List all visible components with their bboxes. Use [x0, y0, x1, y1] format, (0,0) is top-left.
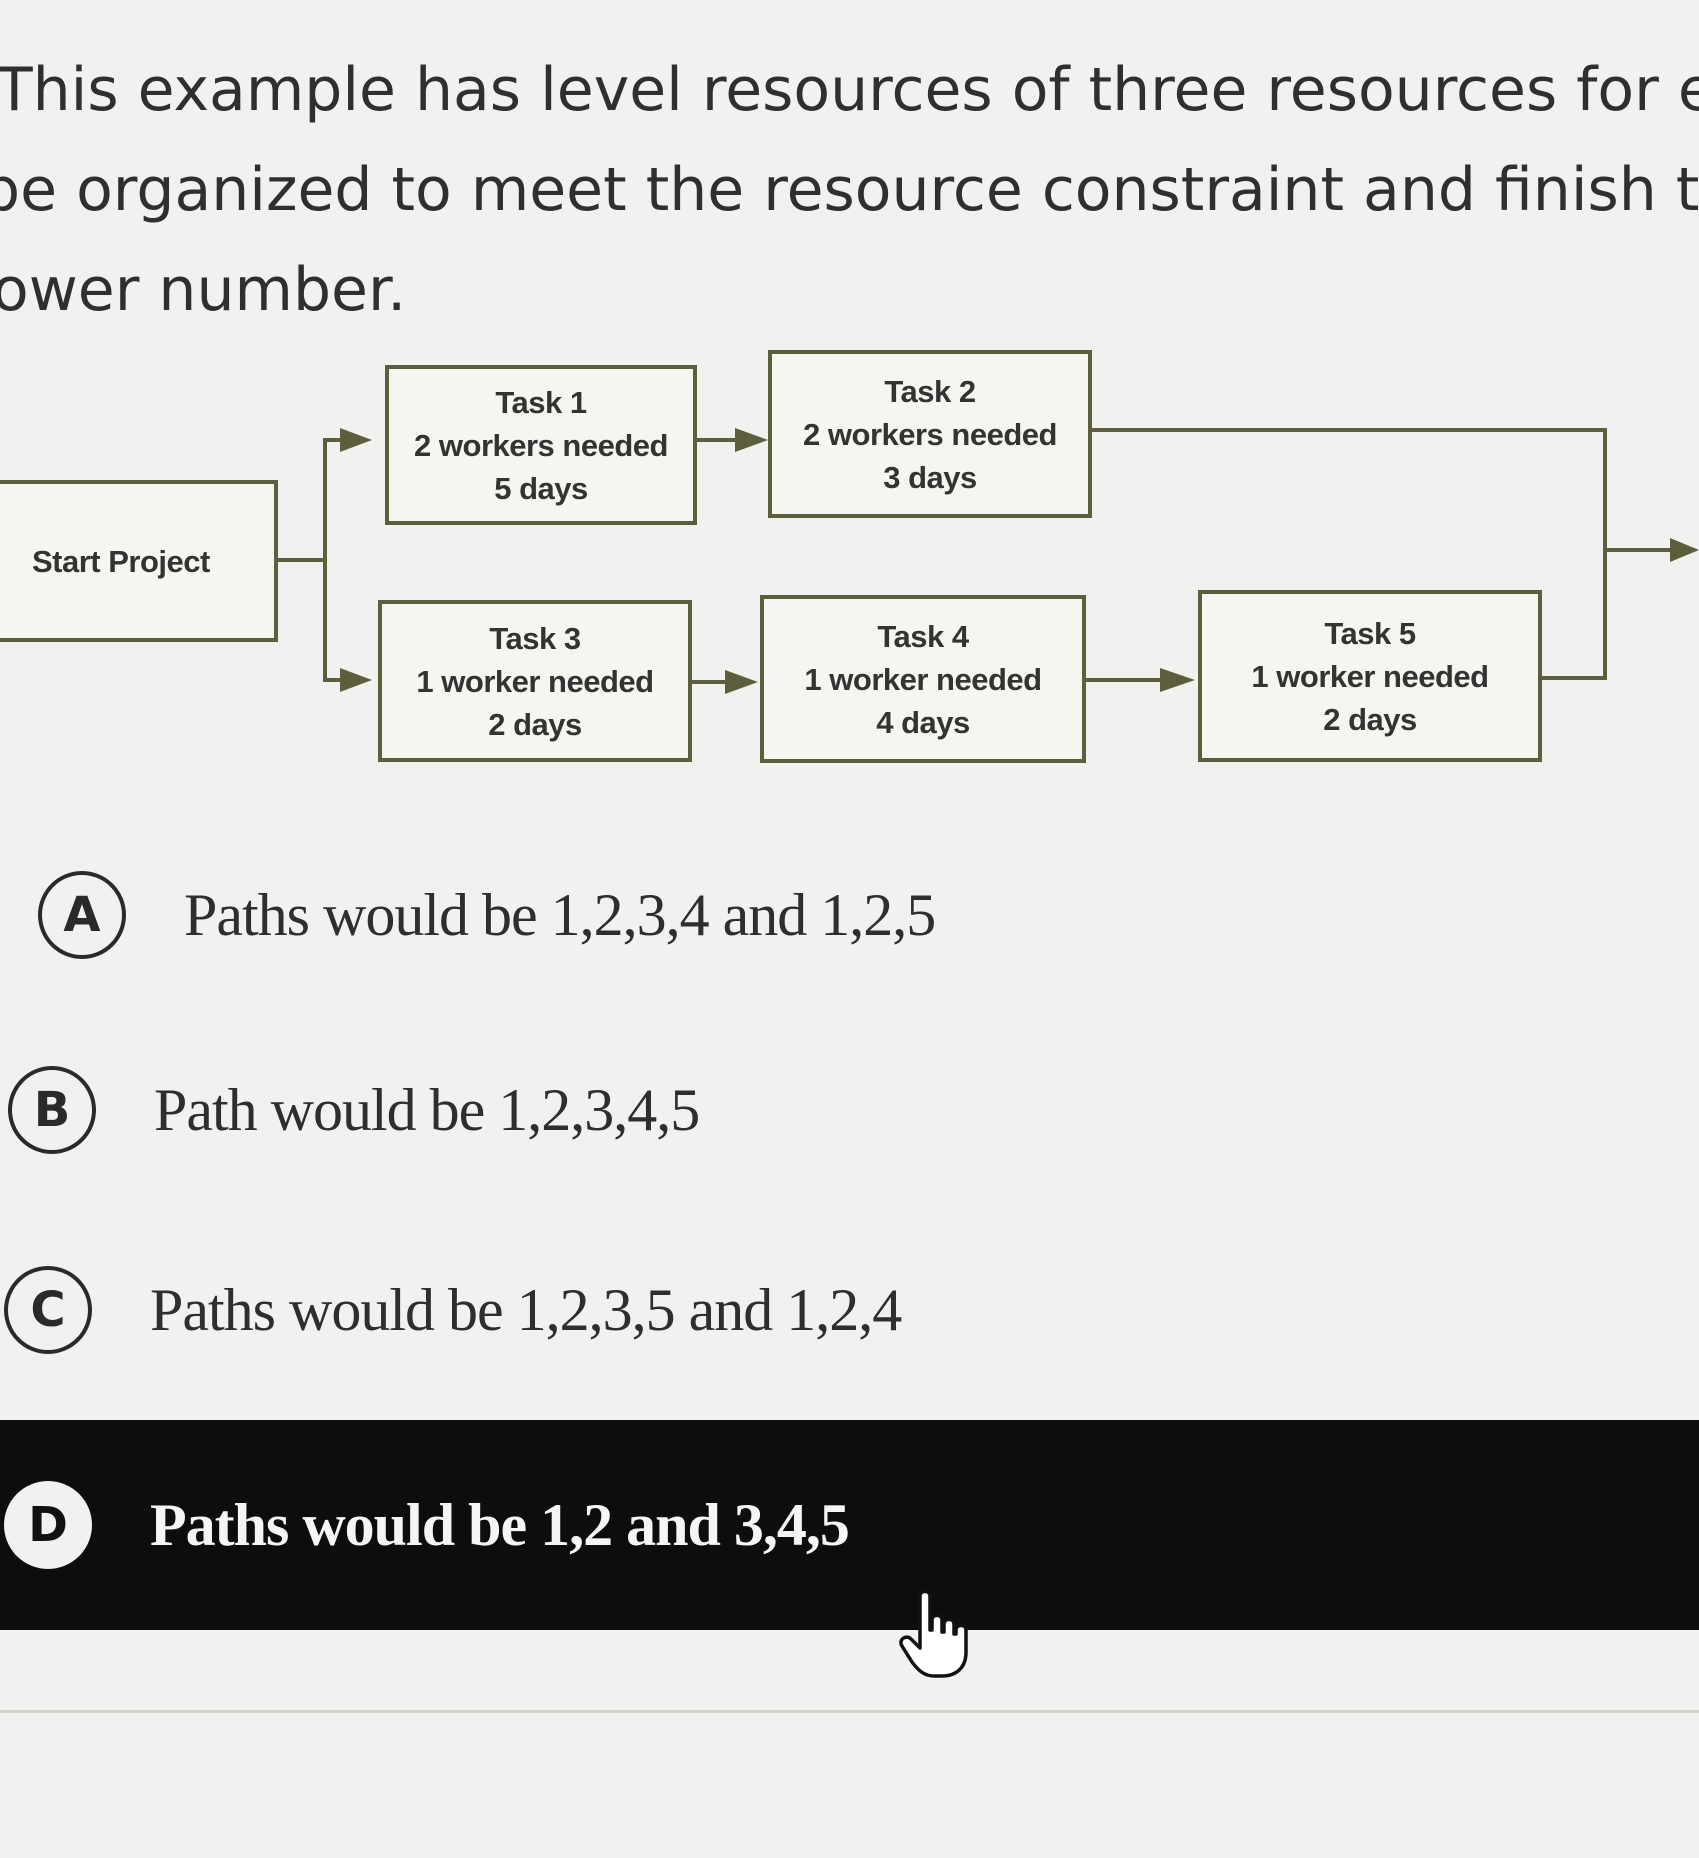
- task-3-workers: 1 worker needed: [416, 663, 654, 699]
- question-line-3: ower number.: [0, 255, 407, 325]
- task-1-node: Task 1 2 workers needed 5 days: [385, 365, 697, 525]
- diagram-connectors: [275, 428, 1699, 694]
- bottom-divider: [0, 1710, 1699, 1713]
- task-5-workers: 1 worker needed: [1251, 658, 1489, 694]
- task-1-duration: 5 days: [494, 470, 588, 506]
- question-line-1: This example has level resources of thre…: [0, 55, 1699, 125]
- task-2-workers: 2 workers needed: [803, 416, 1057, 452]
- option-d-badge[interactable]: D: [4, 1481, 92, 1569]
- task-5-duration: 2 days: [1323, 701, 1417, 737]
- option-b[interactable]: B Path would be 1,2,3,4,5: [0, 1035, 1699, 1185]
- arrowhead-task5: [1160, 668, 1195, 692]
- start-project-label: Start Project: [32, 543, 210, 579]
- option-d[interactable]: D Paths would be 1,2 and 3,4,5: [0, 1420, 1699, 1630]
- option-c[interactable]: C Paths would be 1,2,3,5 and 1,2,4: [0, 1235, 1699, 1385]
- network-diagram: Start Project Task 1 2 workers needed 5 …: [0, 340, 1699, 780]
- option-a[interactable]: A Paths would be 1,2,3,4 and 1,2,5: [0, 840, 1699, 990]
- option-a-badge[interactable]: A: [38, 871, 126, 959]
- task-3-node: Task 3 1 worker needed 2 days: [378, 600, 692, 762]
- task-2-node: Task 2 2 workers needed 3 days: [768, 350, 1092, 518]
- arrowhead-task2: [735, 428, 768, 452]
- task-3-duration: 2 days: [488, 706, 582, 742]
- connector-split-task1: [323, 438, 350, 560]
- question-line-2: be organized to meet the resource constr…: [0, 155, 1699, 225]
- arrowhead-task4: [725, 670, 758, 694]
- option-c-badge[interactable]: C: [4, 1266, 92, 1354]
- question-text: This example has level resources of thre…: [0, 40, 1699, 370]
- hand-pointer-icon: [899, 1590, 968, 1678]
- task-2-duration: 3 days: [883, 459, 977, 495]
- option-b-text[interactable]: Path would be 1,2,3,4,5: [154, 1076, 700, 1143]
- connector-split-task3: [323, 560, 350, 682]
- arrowhead-task1: [340, 428, 372, 452]
- task-4-duration: 4 days: [876, 704, 970, 740]
- option-a-text[interactable]: Paths would be 1,2,3,4 and 1,2,5: [184, 881, 936, 948]
- task-4-workers: 1 worker needed: [804, 661, 1042, 697]
- task-5-name: Task 5: [1324, 615, 1416, 651]
- option-c-text[interactable]: Paths would be 1,2,3,5 and 1,2,4: [150, 1276, 902, 1343]
- start-project-node: Start Project: [0, 480, 278, 642]
- arrowhead-task3: [340, 668, 372, 692]
- connector-task5-merge: [1540, 550, 1607, 680]
- connector-task2-merge: [1090, 428, 1607, 550]
- task-5-node: Task 5 1 worker needed 2 days: [1198, 590, 1542, 762]
- option-b-badge[interactable]: B: [8, 1066, 96, 1154]
- task-3-name: Task 3: [489, 620, 581, 656]
- task-4-name: Task 4: [877, 618, 969, 654]
- task-1-workers: 2 workers needed: [414, 427, 668, 463]
- answer-options: A Paths would be 1,2,3,4 and 1,2,5 B Pat…: [0, 840, 1699, 1740]
- task-2-name: Task 2: [884, 373, 976, 409]
- task-1-name: Task 1: [495, 384, 587, 420]
- option-d-text[interactable]: Paths would be 1,2 and 3,4,5: [150, 1491, 850, 1558]
- arrowhead-end: [1670, 538, 1699, 562]
- task-4-node: Task 4 1 worker needed 4 days: [760, 595, 1086, 763]
